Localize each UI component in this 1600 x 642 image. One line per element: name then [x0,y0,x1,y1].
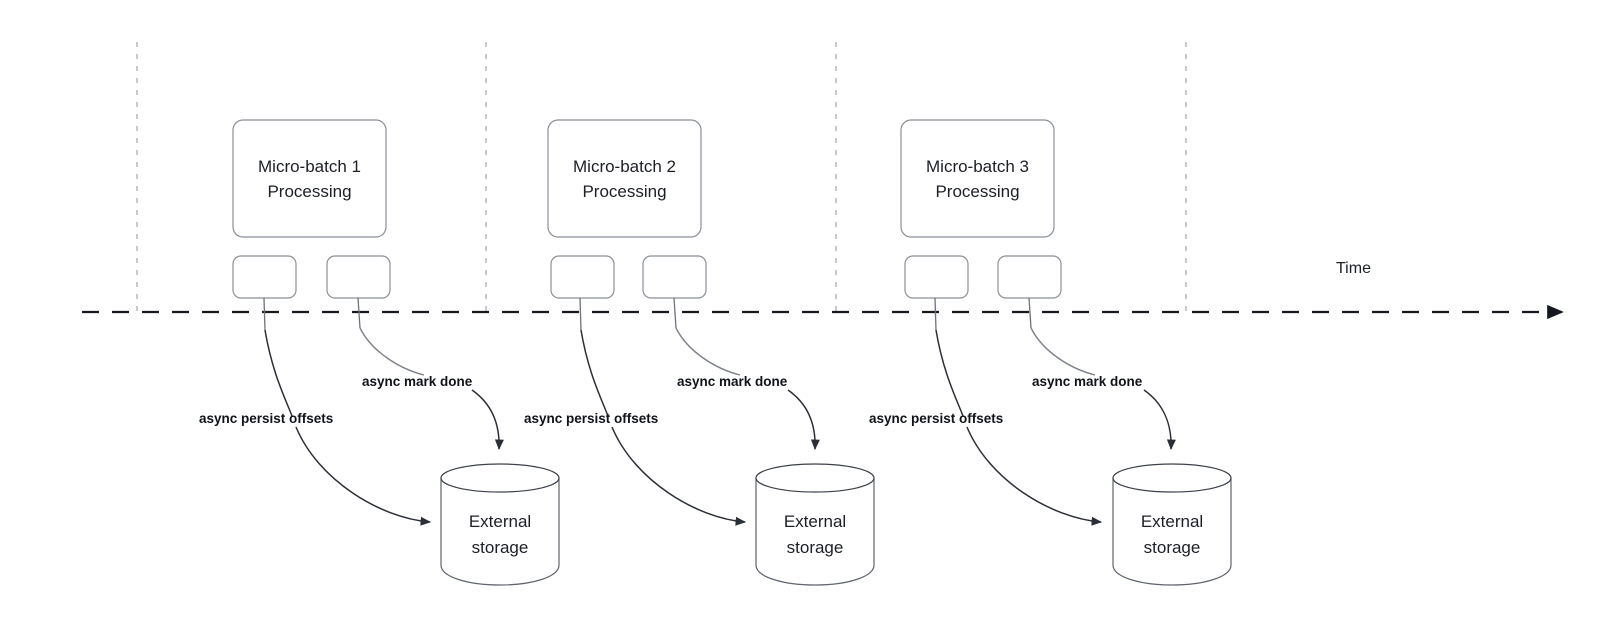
micro-batch-2-markdone-task-box[interactable] [642,255,707,299]
micro-batch-1-markdone-stem [357,297,361,329]
external-storage-2[interactable]: External storage [755,463,875,586]
external-storage-2-label-line2: storage [787,538,844,557]
micro-batch-3-box[interactable] [900,119,1055,238]
micro-batch-3-persist-task-box[interactable] [904,255,969,299]
micro-batch-1-persist-stem [263,297,266,331]
micro-batch-2-markdone-arrow-lower [787,389,820,451]
micro-batch-3-markdone-arrow-upper [1030,327,1096,376]
micro-batch-group-1: Micro-batch 1 Processing async persist o… [199,119,560,586]
micro-batch-1-label-line1: Micro-batch 1 [258,157,361,176]
micro-batch-2-persist-task-box[interactable] [550,255,615,299]
external-storage-2-label-line1: External [784,512,846,531]
micro-batch-2-persist-arrow-upper [580,329,609,417]
micro-batch-1-persist-arrow-upper [264,329,293,417]
external-storage-3-body [1112,477,1232,586]
micro-batch-2-persist-arrow-lower [611,426,747,526]
micro-batch-group-3: Micro-batch 3 Processing async persist o… [869,119,1232,586]
external-storage-1[interactable]: External storage [440,463,560,586]
external-storage-1-body [440,477,560,586]
micro-batch-1-markdone-task-box[interactable] [326,255,391,299]
external-storage-3-top [1112,463,1232,493]
micro-batch-3-persist-label: async persist offsets [869,411,1003,426]
micro-batch-3-label-line1: Micro-batch 3 [926,157,1029,176]
micro-batch-1-persist-task-box[interactable] [232,255,297,299]
micro-batch-2-label-line1: Micro-batch 2 [573,157,676,176]
timeline-tick-guides [136,42,1187,315]
time-axis-label: Time [1336,260,1371,277]
time-axis: Time [82,260,1564,320]
micro-batch-1-persist-label: async persist offsets [199,411,333,426]
external-storage-2-top [755,463,875,493]
micro-batch-2-markdone-arrow-upper [675,327,741,376]
micro-batch-2-box[interactable] [547,119,702,238]
external-storage-3-label-line1: External [1141,512,1203,531]
micro-batch-2-label-line2: Processing [582,182,666,201]
micro-batch-3-markdone-arrow-lower [1143,389,1176,451]
micro-batch-1-markdone-arrow-lower [471,389,504,451]
micro-batch-3-markdone-task-box[interactable] [997,255,1062,299]
external-storage-3-label-line2: storage [1144,538,1201,557]
micro-batch-1-label-line2: Processing [267,182,351,201]
micro-batch-2-persist-label: async persist offsets [524,411,658,426]
external-storage-1-label-line2: storage [472,538,529,557]
micro-batch-3-markdone-stem [1028,297,1032,329]
external-storage-1-top [440,463,560,493]
micro-batch-3-markdone-label: async mark done [1032,374,1143,389]
micro-batch-1-markdone-label: async mark done [362,374,473,389]
micro-batch-group-2: Micro-batch 2 Processing async persist o… [524,119,875,586]
external-storage-1-label-line1: External [469,512,531,531]
micro-batch-2-markdone-label: async mark done [677,374,788,389]
micro-batch-2-markdone-stem [673,297,677,329]
micro-batch-3-persist-arrow-upper [935,329,964,417]
micro-batch-3-label-line2: Processing [935,182,1019,201]
micro-batch-1-markdone-arrow-upper [359,327,425,376]
external-storage-2-body [755,477,875,586]
micro-batch-1-box[interactable] [232,119,387,238]
external-storage-3[interactable]: External storage [1112,463,1232,586]
micro-batch-1-persist-arrow-lower [295,426,432,526]
micro-batch-3-persist-stem [934,297,937,331]
micro-batch-2-persist-stem [579,297,582,331]
micro-batch-3-persist-arrow-lower [966,426,1103,526]
